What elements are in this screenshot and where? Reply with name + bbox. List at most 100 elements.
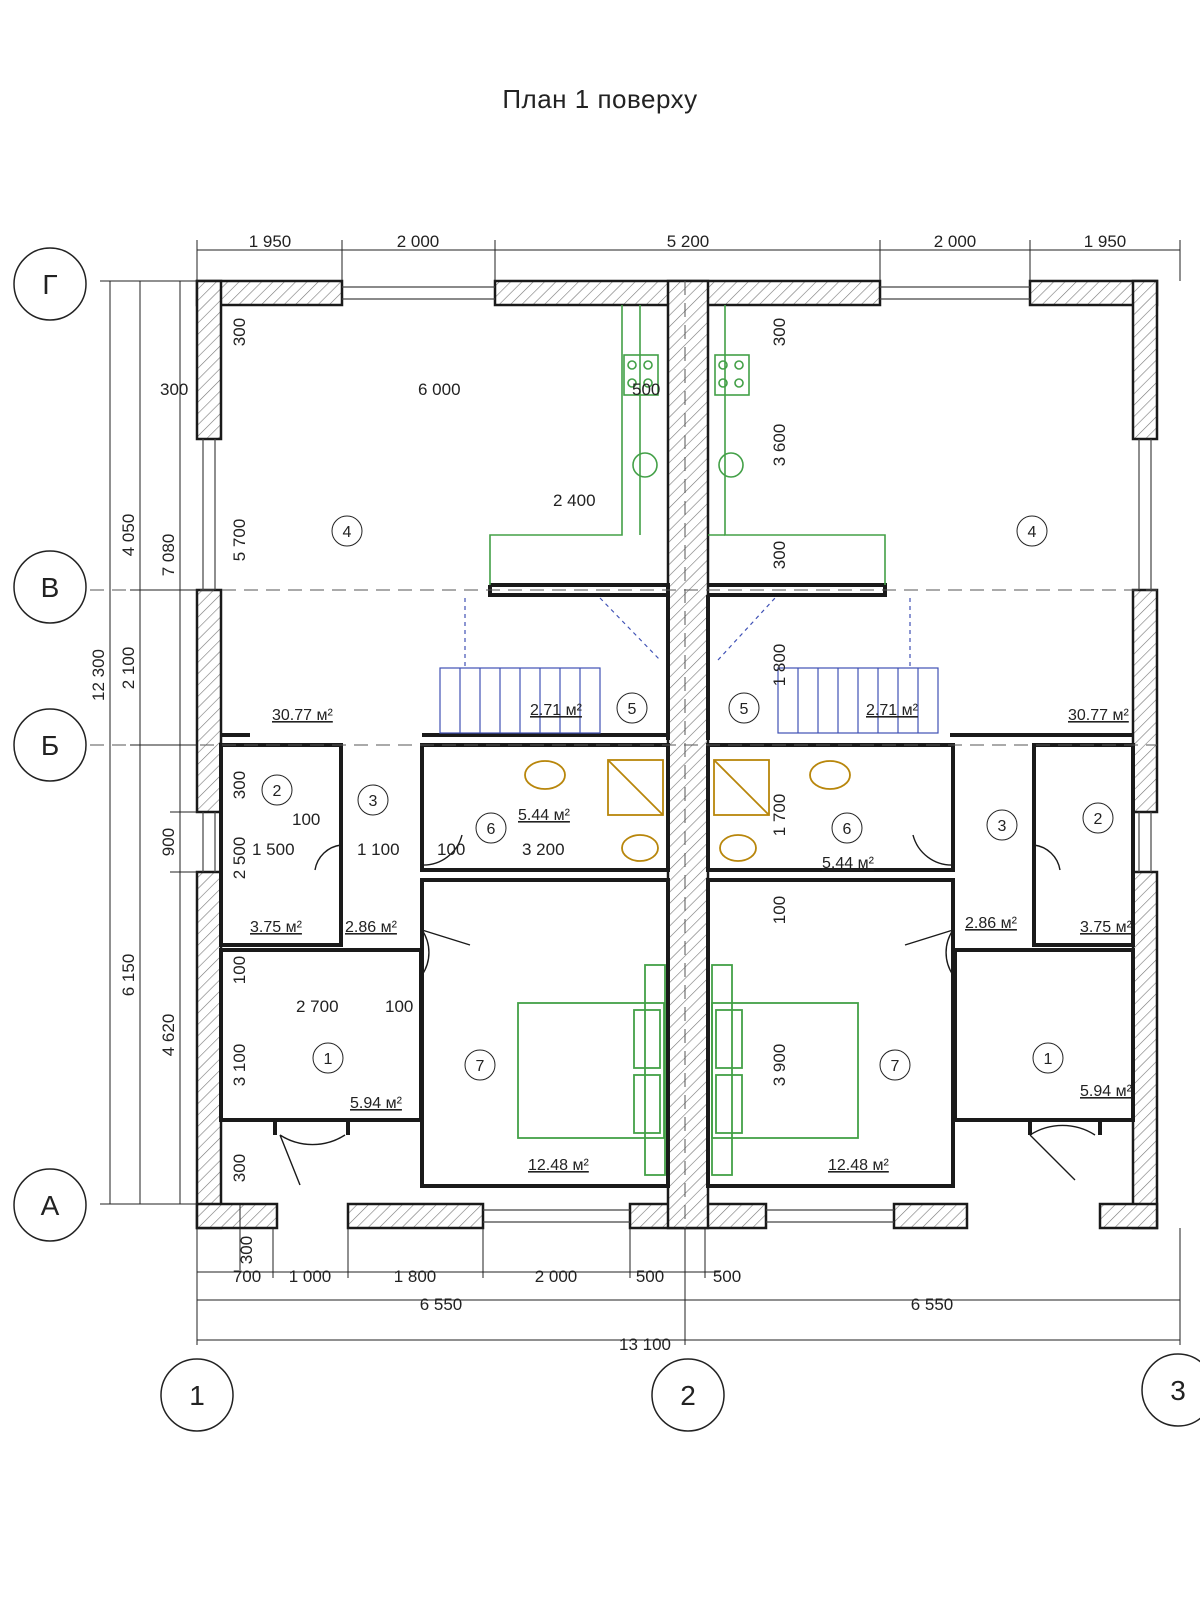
dim-internal: 2 400 [553, 491, 596, 510]
room-area: 5.44 м² [518, 807, 571, 824]
dim-top: 5 200 [667, 232, 710, 251]
dim-left-bottom: 300 [237, 1236, 256, 1264]
dim-internal: 100 [385, 997, 413, 1016]
dim-total: 13 100 [619, 1335, 671, 1354]
plan-title: План 1 поверху [502, 84, 698, 114]
internal-dimensions: 300 300 6 000 500 5 700 2 400 3 600 300 … [160, 318, 789, 1182]
room-number: 2 [1094, 811, 1103, 828]
room-number: 5 [628, 701, 637, 718]
dim-internal: 500 [632, 380, 660, 399]
room-number: 7 [891, 1058, 900, 1075]
room-areas-right: 5.94 м² 3.75 м² 2.86 м² 30.77 м² 2.71 м²… [822, 702, 1133, 1174]
windows [202, 286, 1152, 1223]
room-number: 6 [843, 821, 852, 838]
dim-internal: 100 [437, 840, 465, 859]
room-number-circles [261, 515, 1114, 1081]
axis-col-3: 3 [1170, 1375, 1186, 1406]
room-number: 1 [324, 1051, 333, 1068]
room-area: 2.86 м² [345, 919, 398, 936]
room-area: 30.77 м² [1068, 707, 1129, 724]
dim-internal: 100 [292, 810, 320, 829]
stairs [439, 597, 939, 734]
room-area: 3.75 м² [1080, 919, 1133, 936]
left-dimensions: 12 300 4 050 7 080 2 100 900 6 150 4 620… [89, 514, 256, 1264]
dim-bottom: 500 [636, 1267, 664, 1286]
interior-walls [219, 583, 1135, 1188]
axis-row-b: Б [41, 730, 59, 761]
room-number: 3 [369, 793, 378, 810]
dim-internal: 1 800 [770, 644, 789, 687]
axis-bubbles [13, 247, 1200, 1432]
room-number: 4 [343, 524, 352, 541]
dim-bottom: 1 000 [289, 1267, 332, 1286]
room-area: 5.94 м² [350, 1095, 403, 1112]
dim-left-outer: 12 300 [89, 649, 108, 701]
dim-left-mid: 4 050 [119, 514, 138, 557]
room-numbers-left: 1 2 3 4 5 6 7 [273, 524, 637, 1075]
room-number: 5 [740, 701, 749, 718]
dim-internal: 6 000 [418, 380, 461, 399]
room-number: 1 [1044, 1051, 1053, 1068]
room-number: 7 [476, 1058, 485, 1075]
dim-internal: 100 [770, 896, 789, 924]
dim-bottom: 2 000 [535, 1267, 578, 1286]
room-area: 12.48 м² [828, 1157, 889, 1174]
axis-row-a: А [41, 1190, 60, 1221]
axis-col-2: 2 [680, 1380, 696, 1411]
dim-internal: 300 [160, 380, 188, 399]
kitchen-furniture [489, 305, 886, 585]
dim-left-inner: 900 [159, 828, 178, 856]
room-area: 2.86 м² [965, 915, 1018, 932]
room-number: 3 [998, 818, 1007, 835]
axis-row-v: В [41, 572, 60, 603]
axis-col-1: 1 [189, 1380, 205, 1411]
room-number: 2 [273, 783, 282, 800]
dim-internal: 3 900 [770, 1044, 789, 1087]
dim-internal: 300 [770, 541, 789, 569]
dim-half-left: 6 550 [420, 1295, 463, 1314]
room-area: 2.71 м² [866, 702, 919, 719]
dim-bottom: 500 [713, 1267, 741, 1286]
dim-left-mid: 6 150 [119, 954, 138, 997]
room-area: 30.77 м² [272, 707, 333, 724]
dim-internal: 5 700 [230, 519, 249, 562]
dim-bottom: 1 800 [394, 1267, 437, 1286]
dim-top: 2 000 [934, 232, 977, 251]
dim-half-right: 6 550 [911, 1295, 954, 1314]
room-area: 3.75 м² [250, 919, 303, 936]
bottom-dimensions: 700 1 000 1 800 2 000 500 500 6 550 6 55… [233, 1267, 953, 1354]
room-area: 12.48 м² [528, 1157, 589, 1174]
dim-internal: 2 700 [296, 997, 339, 1016]
axis-row-g: Г [42, 269, 57, 300]
dim-left-mid: 2 100 [119, 647, 138, 690]
dim-bottom: 700 [233, 1267, 261, 1286]
grid-lines [90, 281, 1157, 1330]
dim-top: 1 950 [1084, 232, 1127, 251]
dim-internal: 1 500 [252, 840, 295, 859]
room-numbers-right: 1 2 3 4 5 6 7 [740, 524, 1103, 1075]
axis-labels: Г В Б А 1 2 3 [41, 269, 1186, 1411]
room-area: 5.94 м² [1080, 1083, 1133, 1100]
top-dimensions: 1 950 2 000 5 200 2 000 1 950 [249, 232, 1127, 251]
dim-internal: 2 500 [230, 837, 249, 880]
dimension-lines [100, 240, 1181, 1345]
dim-internal: 1 700 [770, 794, 789, 837]
dim-internal: 1 100 [357, 840, 400, 859]
room-number: 4 [1028, 524, 1037, 541]
dim-internal: 300 [770, 318, 789, 346]
dim-left-inner: 4 620 [159, 1014, 178, 1057]
doors [279, 834, 1096, 1186]
dim-internal: 100 [230, 956, 249, 984]
outer-walls [195, 279, 1159, 1230]
dim-internal: 3 100 [230, 1044, 249, 1087]
beds [517, 964, 859, 1176]
dim-internal: 300 [230, 1154, 249, 1182]
dim-internal: 300 [230, 318, 249, 346]
dim-internal: 3 600 [770, 424, 789, 467]
room-areas-left: 5.94 м² 3.75 м² 2.86 м² 30.77 м² 2.71 м²… [250, 702, 589, 1174]
room-area: 2.71 м² [530, 702, 583, 719]
dim-internal: 300 [230, 771, 249, 799]
room-area: 5.44 м² [822, 855, 875, 872]
dim-top: 2 000 [397, 232, 440, 251]
